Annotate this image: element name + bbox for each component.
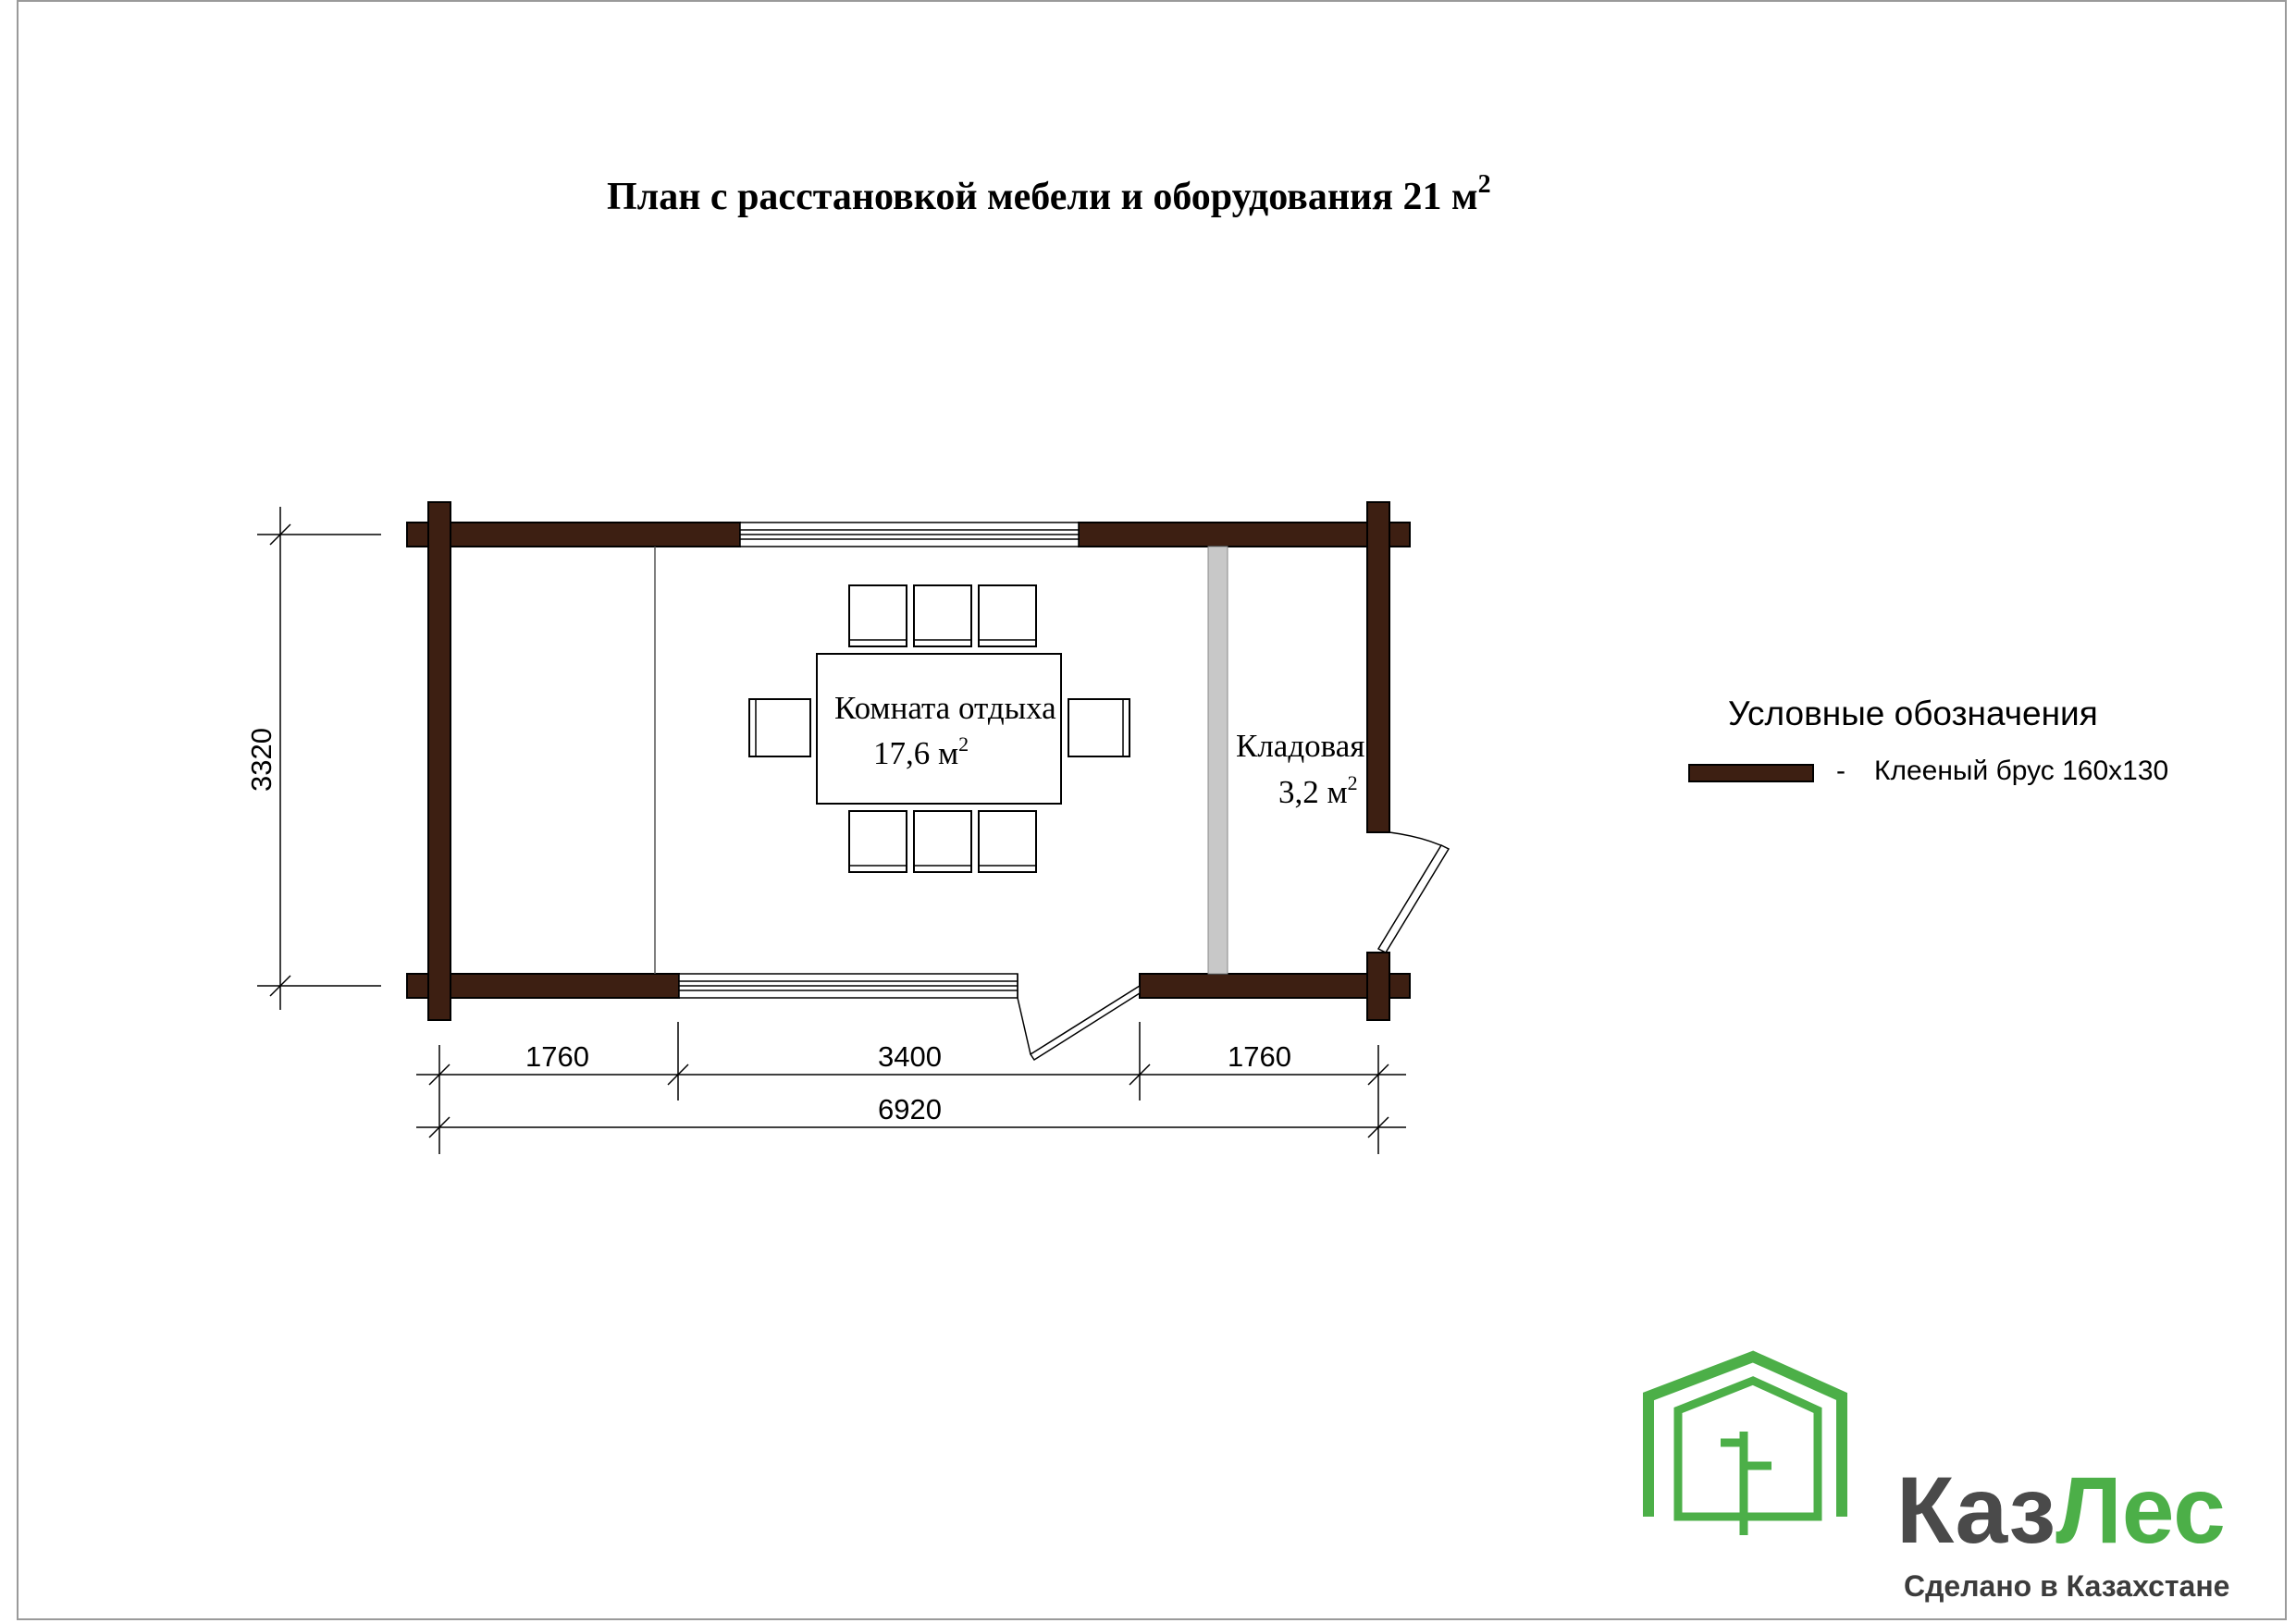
legend-title: Условные обозначения (1728, 695, 2098, 732)
legend-item-label: Клееный брус 160х130 (1874, 756, 2168, 786)
logo-wordmark: КазЛес (1896, 1457, 2226, 1563)
dimension-label-total: 6920 (878, 1093, 942, 1125)
chair (848, 810, 907, 873)
dimension-chain (416, 1022, 1406, 1154)
window-top (739, 522, 1080, 547)
wall-right-lower (1366, 952, 1390, 1021)
chair (848, 584, 907, 647)
entrance-door (1017, 974, 1141, 1062)
wall-left (427, 501, 451, 1021)
chair (978, 584, 1037, 647)
legend-dash: - (1836, 756, 1845, 786)
chairs-bottom (848, 810, 1037, 873)
kazles-logo: КазЛес Сделано в Казахстане (1643, 1350, 2229, 1603)
storage-partition (1207, 546, 1228, 975)
dimension-label-height: 3320 (245, 728, 278, 792)
dimension-label-left: 1760 (525, 1040, 589, 1073)
logo-tagline: Сделано в Казахстане (1904, 1569, 2229, 1603)
dimension-height: 3320 (245, 507, 381, 1010)
room-area-storage: 3,2 м2 (1278, 771, 1358, 810)
exterior-walls (406, 501, 1411, 1021)
wall-top-left (406, 522, 741, 547)
room-area-lounge: 17,6 м2 (873, 732, 969, 771)
room-label-storage: Кладовая (1236, 728, 1364, 764)
chair (978, 810, 1037, 873)
wall-top-right (1078, 522, 1411, 547)
chair-left (748, 698, 811, 757)
legend-swatch (1688, 764, 1814, 782)
dining-table (816, 653, 1062, 805)
dimension-label-right: 1760 (1228, 1040, 1291, 1073)
chair (913, 584, 972, 647)
chairs-top (848, 584, 1037, 647)
window-bottom (678, 973, 1018, 999)
house-inner-icon (1673, 1376, 1822, 1521)
room-label-lounge: Комната отдыха (834, 690, 1056, 726)
storage-door (1376, 831, 1450, 953)
wall-right-upper (1366, 501, 1390, 833)
dimension-label-middle: 3400 (878, 1040, 942, 1073)
chair (913, 810, 972, 873)
chair-right (1068, 698, 1130, 757)
house-outline-icon (1643, 1350, 1847, 1472)
page-title: План с расстановкой мебели и оборудовани… (607, 170, 1491, 218)
